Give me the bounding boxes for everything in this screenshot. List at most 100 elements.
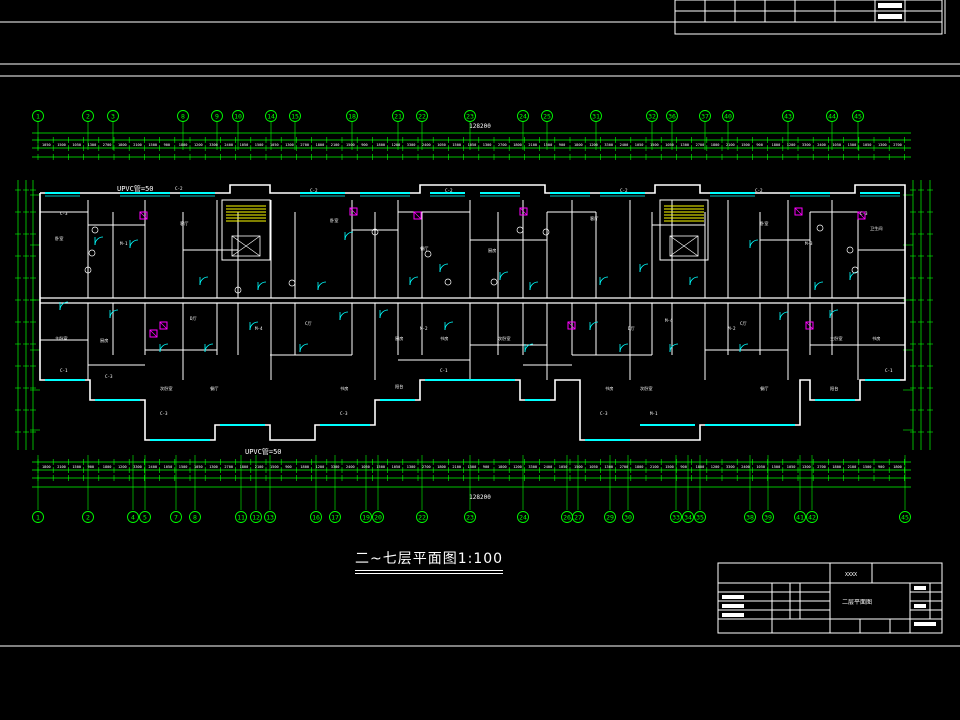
sanitary-fixture: [542, 228, 550, 236]
axis-bubble: 1: [32, 110, 44, 122]
dimension-text: 1300: [285, 143, 294, 147]
dimension-text: 2700: [224, 465, 233, 469]
axis-bubble-label: 25: [543, 112, 551, 120]
axis-bubble-circle: [416, 511, 428, 523]
axis-bubble: 24: [517, 110, 529, 122]
room-label: 客厅: [590, 215, 598, 222]
axis-bubble: 10: [232, 110, 244, 122]
dimension-text: 3300: [528, 465, 537, 469]
axis-bubble-label: 3: [111, 112, 115, 120]
dimension-text: 2400: [620, 143, 629, 147]
axis-bubble: 35: [694, 511, 706, 523]
room-label: C厅: [305, 321, 312, 326]
room-label: M-2: [728, 326, 736, 331]
axis-bubble: 31: [590, 110, 602, 122]
room-label: C-2: [445, 188, 453, 193]
axis-bubble-label: 17: [331, 513, 339, 521]
room-label: 书房: [872, 335, 880, 342]
axis-bubble-label: 2: [86, 513, 90, 521]
axis-bubble-circle: [694, 511, 706, 523]
axis-bubble-circle: [170, 511, 182, 523]
fixture: [805, 321, 814, 330]
axis-bubble-label: 22: [418, 112, 426, 120]
dimension-text: 1800: [574, 143, 583, 147]
dimension-text: 1500: [863, 465, 872, 469]
dimension-text: 3300: [407, 143, 416, 147]
door-swing: [129, 239, 139, 249]
room-label: 卧室: [760, 220, 768, 227]
room-label: D厅: [628, 326, 635, 331]
axis-bubble-label: 45: [854, 112, 862, 120]
axis-bubble-label: 43: [784, 112, 792, 120]
dimension-text: 1300: [483, 143, 492, 147]
fixture-mark: [139, 211, 148, 220]
dimension-text: 2400: [224, 143, 233, 147]
dimension-text: 1050: [361, 465, 370, 469]
dimension-text: 2100: [255, 465, 264, 469]
axis-bubble: 20: [372, 511, 384, 523]
axis-bubble: 22: [416, 110, 428, 122]
dimension-text: 2700: [498, 143, 507, 147]
dimension-text: 2700: [817, 465, 826, 469]
dimension-text: 1200: [392, 143, 401, 147]
axis-bubble-circle: [762, 511, 774, 523]
room-label: 客厅: [180, 220, 188, 227]
room-label: M-1: [650, 411, 658, 416]
axis-bubble: 33: [670, 511, 682, 523]
dimension-text: 1500: [772, 465, 781, 469]
axis-bubble: 23: [464, 511, 476, 523]
axis-bubble: 38: [744, 511, 756, 523]
axis-bubble: 8: [189, 511, 201, 523]
axis-bubble-circle: [682, 511, 694, 523]
dimension-text: 1800: [893, 465, 902, 469]
axis-bubble: 5: [139, 511, 151, 523]
room-label: M-4: [665, 318, 673, 323]
upvc-label-top: UPVC管=50: [117, 184, 154, 193]
dimension-text: 1800: [240, 465, 249, 469]
door-swing: [204, 343, 214, 353]
sanitary-fixture: [490, 278, 498, 286]
axis-bubble-circle: [464, 110, 476, 122]
axis-bubble: 2: [82, 511, 94, 523]
axis-bubble: 1: [32, 511, 44, 523]
door-swing: [619, 343, 629, 353]
axis-bubble-circle: [177, 110, 189, 122]
axis-bubble-label: 19: [362, 513, 370, 521]
axis-bubble-circle: [232, 110, 244, 122]
dimension-text: 1500: [650, 143, 659, 147]
dimension-text: 1050: [635, 143, 644, 147]
dimension-text: 2400: [741, 465, 750, 469]
room-label: 主卧室: [830, 335, 843, 342]
axis-bubble-label: 30: [624, 513, 632, 521]
upvc-label-bottom: UPVC管=50: [245, 447, 282, 456]
dimension-text: 900: [878, 465, 885, 469]
door-swing: [199, 276, 209, 286]
axis-bubble-label: 37: [701, 112, 709, 120]
axis-bubble-label: 7: [174, 513, 178, 521]
dimension-text: 1050: [787, 465, 796, 469]
dimension-text: 1500: [270, 465, 279, 469]
axis-bubble: 43: [782, 110, 794, 122]
axis-bubble-label: 24: [519, 513, 527, 521]
dimension-text: 2100: [650, 465, 659, 469]
dimension-text: 1800: [376, 143, 385, 147]
axis-bubble: 8: [177, 110, 189, 122]
fixture-mark: [413, 211, 422, 220]
axis-bubble-circle: [346, 110, 358, 122]
room-label: C-2: [310, 188, 318, 193]
room-label: C-3: [160, 411, 168, 416]
axis-bubble: 39: [762, 511, 774, 523]
room-label: M-1: [120, 241, 128, 246]
dimension-text: 2100: [528, 143, 537, 147]
axis-bubble: 41: [794, 511, 806, 523]
axis-bubble-label: 34: [684, 513, 692, 521]
axis-bubble-circle: [372, 511, 384, 523]
door-swing: [439, 263, 449, 273]
axis-bubble: 42: [806, 511, 818, 523]
dimension-text: 1800: [179, 143, 188, 147]
dimension-text: 1300: [878, 143, 887, 147]
door-swing: [814, 281, 824, 291]
door-swing: [589, 321, 599, 331]
axis-bubble-label: 29: [606, 513, 614, 521]
dimension-text: 2100: [848, 465, 857, 469]
